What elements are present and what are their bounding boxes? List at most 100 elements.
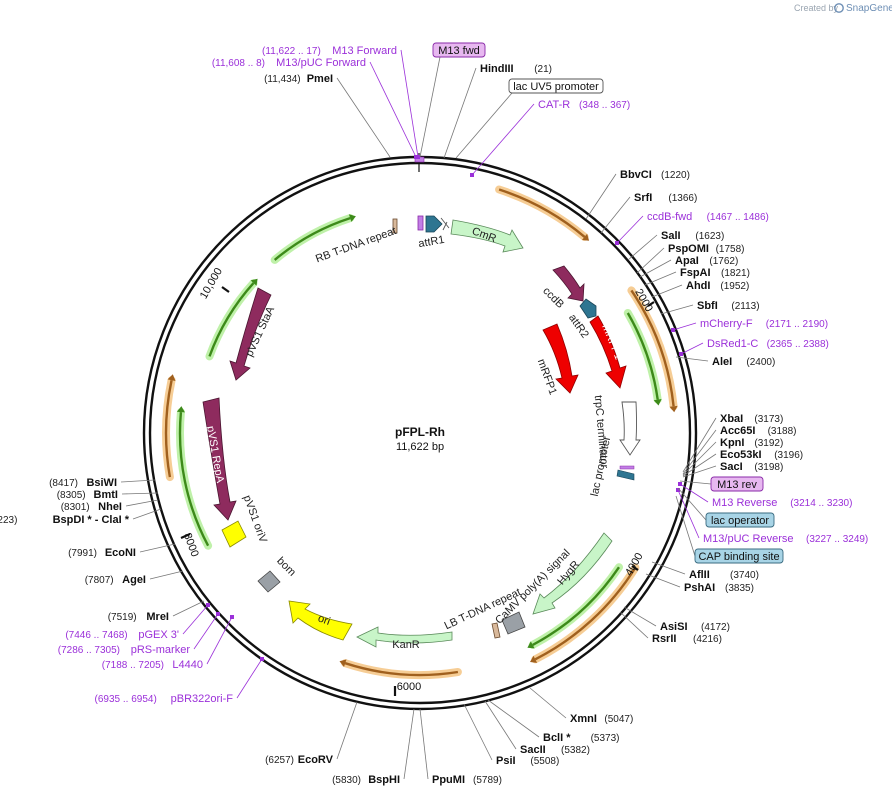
site-name: RsrII — [652, 633, 676, 645]
primer-leader-line — [680, 342, 704, 355]
cmr-feature — [450, 219, 524, 253]
feature-label: attR1 — [417, 234, 445, 250]
primer-site-marker — [414, 155, 418, 159]
restriction-site: AgeI (7807) — [85, 574, 146, 586]
brand-name: SnapGene — [846, 3, 892, 14]
primer-site-marker — [260, 657, 264, 661]
site-name: EcoNI — [105, 547, 136, 559]
site-name: SacII — [520, 744, 546, 756]
restriction-site: AhdI(1952) — [686, 280, 749, 292]
site-leader-line — [172, 600, 205, 617]
restriction-site: PmeI(11,434) — [264, 73, 333, 85]
site-name: NheI — [98, 501, 122, 513]
site-leader-line — [419, 708, 429, 780]
restriction-site: BspDI * - ClaI *(8223) — [0, 514, 130, 526]
feature-label: ori — [316, 612, 332, 627]
site-leader-line — [636, 247, 665, 274]
restriction-site: SalI(1623) — [661, 230, 724, 242]
site-position: (7519) — [108, 612, 137, 623]
site-name: FspAI — [680, 267, 711, 279]
site-position: (3192) — [754, 438, 783, 449]
site-leader-line — [529, 687, 567, 719]
orf-arc-hygr-inner-head — [527, 641, 535, 649]
lac-uv5-feature-marker — [440, 217, 450, 231]
orf-arc-kanr-head — [339, 659, 347, 667]
primer-site-marker — [230, 615, 234, 619]
attr2-feature — [579, 298, 597, 319]
orf-arc-hygr-outer-head — [530, 655, 538, 663]
primer-range: (3214 .. 3230) — [790, 498, 852, 509]
site-leader-line — [484, 700, 517, 750]
site-position: (1758) — [716, 244, 745, 255]
site-name: BbvCI — [620, 169, 652, 181]
site-leader-line — [120, 479, 156, 483]
site-position: (3196) — [774, 450, 803, 461]
site-name: PspOMI — [668, 243, 709, 255]
site-position: (3740) — [730, 570, 759, 581]
mrfp1-feature-outer — [589, 315, 627, 389]
primer-name: mCherry-F — [700, 318, 753, 330]
site-name: BspDI * - ClaI * — [53, 514, 130, 526]
site-name: AflII — [689, 569, 710, 581]
site-name: BsiWI — [86, 477, 117, 489]
primer-leader-line — [400, 49, 419, 158]
orf-arc-repa — [178, 411, 210, 547]
restriction-site: Acc65I(3188) — [720, 425, 797, 437]
restriction-site: EcoNI(7991) — [68, 547, 136, 559]
primer-leader-line — [616, 215, 644, 244]
primer-leader-line — [677, 489, 700, 539]
primer-name: DsRed1-C — [707, 338, 758, 350]
tick-8000 — [180, 532, 191, 540]
camv-polya-feature — [501, 611, 526, 635]
restriction-site: NheI(8301) — [61, 501, 122, 513]
site-leader-line — [682, 429, 717, 475]
boxed-label-text: M13 rev — [717, 479, 757, 491]
features — [202, 215, 641, 648]
orf-arc-rb-head — [348, 214, 356, 222]
restriction-site: PpuMI(5789) — [432, 774, 502, 786]
restriction-site: FspAI(1821) — [680, 267, 750, 279]
site-name: PmeI — [307, 73, 333, 85]
site-position: (3835) — [725, 583, 754, 594]
primer-label: CAT-R(348 .. 367) — [538, 99, 630, 111]
primer-range: (1467 .. 1486) — [707, 212, 769, 223]
primer-site-marker — [678, 482, 682, 486]
tick-label: 6000 — [397, 681, 421, 693]
site-leader-line — [675, 356, 709, 362]
primer-range: (7286 .. 7305) — [58, 645, 120, 656]
primer-label: ccdB-fwd(1467 .. 1486) — [647, 211, 769, 223]
primer-range: (6935 .. 6954) — [95, 694, 157, 705]
primer-name: M13 Forward — [332, 45, 397, 57]
tick-label: 8000 — [181, 531, 201, 558]
orf-arc-repa-head — [176, 406, 185, 413]
boxed-label-text: lac UV5 promoter — [513, 81, 599, 93]
primer-name: M13 Reverse — [712, 497, 777, 509]
boxed-label-text: lac operator — [711, 515, 769, 527]
site-position: (7807) — [85, 575, 114, 586]
restriction-site: BmtI(8305) — [57, 489, 118, 501]
restriction-site: ApaI(1762) — [675, 255, 738, 267]
restriction-site: SacI(3198) — [720, 461, 783, 473]
orf-arc-rb — [273, 216, 351, 261]
boxed-feature-label: CAP binding site — [694, 548, 784, 564]
site-name: AgeI — [122, 574, 146, 586]
primer-range: (2365 .. 2388) — [767, 339, 829, 350]
backbone-inner-ring — [148, 161, 692, 705]
site-leader-line — [125, 499, 159, 507]
primer-name: M13/pUC Forward — [276, 57, 366, 69]
site-leader-line — [487, 699, 540, 738]
feature-label: ccdB — [540, 285, 566, 311]
primer-label: M13 Reverse (3214 .. 3230) — [712, 497, 852, 509]
tick-10000 — [221, 286, 230, 293]
restriction-site: Eco53kI(3196) — [720, 449, 803, 461]
primer-label: pRS-marker(7286 .. 7305) — [58, 644, 191, 656]
orf-arc-mrfp1-outer-head — [669, 405, 678, 413]
site-leader-line — [682, 417, 717, 473]
primer-leader-line — [672, 322, 697, 331]
tick-2000 — [647, 301, 655, 307]
site-name: XmnI — [570, 713, 597, 725]
primer-leader-line — [369, 61, 417, 158]
site-name: ApaI — [675, 255, 699, 267]
site-name: PpuMI — [432, 774, 465, 786]
